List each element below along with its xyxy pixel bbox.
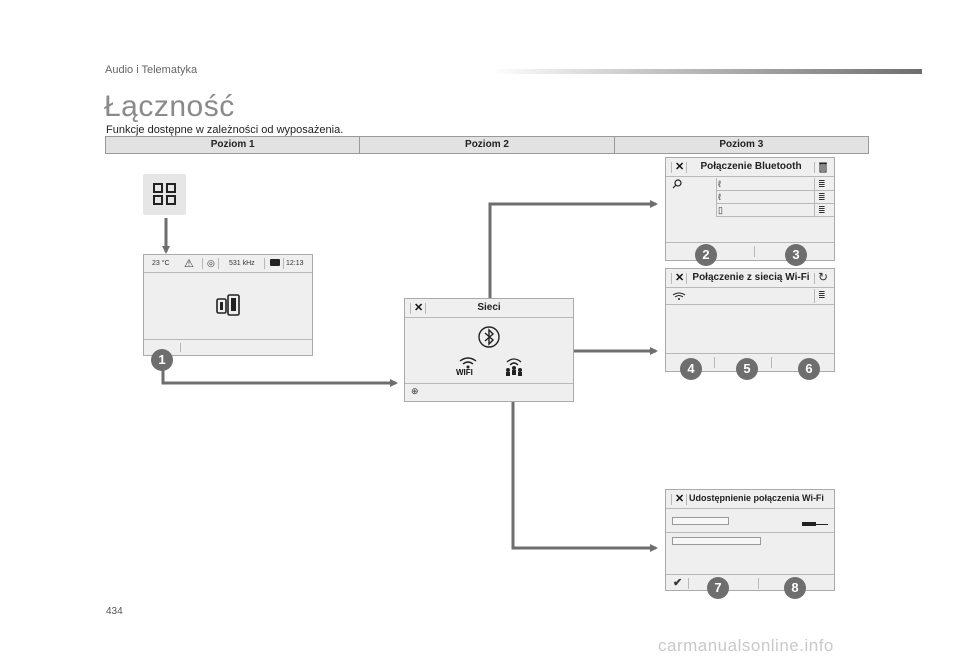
watermark: carmanualsonline.info bbox=[658, 636, 834, 655]
details-icon[interactable]: ≣ bbox=[818, 290, 826, 300]
level-2-header: Poziom 2 bbox=[359, 137, 613, 153]
phone-pair-icon[interactable] bbox=[214, 293, 244, 319]
arrow-bluetooth bbox=[488, 200, 658, 332]
close-icon[interactable]: ✕ bbox=[675, 493, 685, 505]
hotspot-title: Udostępnienie połączenia Wi-Fi bbox=[689, 493, 824, 503]
callout-7: 7 bbox=[707, 577, 729, 599]
wifi-label: WIFI bbox=[456, 368, 473, 377]
close-icon[interactable]: ✕ bbox=[414, 302, 424, 314]
callout-8: 8 bbox=[784, 577, 806, 599]
section-label: Audio i Telematyka bbox=[105, 64, 198, 76]
details-icon[interactable]: ≣ bbox=[818, 192, 826, 202]
password-field[interactable] bbox=[672, 537, 761, 545]
callout-4: 4 bbox=[680, 358, 702, 380]
level-1-header: Poziom 1 bbox=[210, 139, 255, 150]
network-name-field[interactable] bbox=[672, 517, 729, 525]
settings-icon[interactable]: ⊕ bbox=[411, 386, 419, 396]
refresh-icon[interactable]: ↻ bbox=[818, 270, 829, 284]
device-icon[interactable]: ℓ bbox=[718, 192, 721, 202]
phone-status-icon[interactable] bbox=[270, 259, 280, 266]
callout-1: 1 bbox=[151, 349, 173, 371]
arrow-hotspot bbox=[511, 376, 658, 552]
trash-icon[interactable] bbox=[818, 161, 828, 173]
device-icon[interactable]: ▯ bbox=[718, 205, 723, 215]
networks-title: Sieci bbox=[477, 302, 501, 313]
wifi-title: Połączenie z siecią Wi-Fi bbox=[692, 272, 810, 283]
temperature-readout: 23 °C bbox=[152, 260, 170, 267]
callout-5: 5 bbox=[736, 358, 758, 380]
level-3-header: Poziom 3 bbox=[613, 137, 868, 153]
radio-icon[interactable]: ◎ bbox=[207, 258, 215, 268]
frequency-readout: 531 kHz bbox=[229, 260, 255, 267]
header-gradient-bar bbox=[490, 69, 922, 74]
bluetooth-title: Połączenie Bluetooth bbox=[700, 161, 802, 172]
grid-icon bbox=[153, 183, 176, 205]
page-title: Łączność bbox=[104, 90, 235, 123]
arrow-home-to-networks bbox=[161, 368, 398, 387]
networks-screen: ✕ Sieci WIFI ⊕ bbox=[404, 298, 574, 402]
hotspot-icon[interactable] bbox=[503, 355, 525, 377]
page-number: 434 bbox=[106, 606, 123, 617]
warning-icon[interactable]: ⚠ bbox=[184, 258, 194, 270]
wifi-icon[interactable] bbox=[672, 291, 686, 301]
wifi-icon[interactable] bbox=[457, 355, 479, 369]
page-subtitle: Funkcje dostępne w zależności od wyposaż… bbox=[106, 124, 344, 136]
close-icon[interactable]: ✕ bbox=[675, 161, 685, 173]
details-icon[interactable]: ≣ bbox=[818, 179, 826, 189]
apps-button[interactable] bbox=[143, 174, 186, 215]
clock-readout: 12:13 bbox=[286, 260, 304, 267]
callout-3: 3 bbox=[785, 244, 807, 266]
toggle-switch[interactable] bbox=[802, 522, 816, 526]
home-screen: 23 °C ⚠ ◎ 531 kHz 12:13 bbox=[143, 254, 313, 356]
level-header-row: Poziom 1 Poziom 2 Poziom 3 bbox=[105, 136, 869, 154]
details-icon[interactable]: ≣ bbox=[818, 205, 826, 215]
bluetooth-screen: ✕ Połączenie Bluetooth ℓ ℓ ▯ ≣ ≣ ≣ bbox=[665, 157, 835, 261]
hotspot-screen: ✕ Udostępnienie połączenia Wi-Fi ✔ bbox=[665, 489, 835, 591]
wifi-screen: ✕ Połączenie z siecią Wi-Fi ↻ ≣ bbox=[665, 268, 835, 372]
callout-6: 6 bbox=[798, 358, 820, 380]
close-icon[interactable]: ✕ bbox=[675, 272, 685, 284]
search-icon[interactable] bbox=[672, 179, 682, 189]
callout-2: 2 bbox=[695, 244, 717, 266]
bluetooth-icon[interactable] bbox=[477, 325, 501, 349]
device-icon[interactable]: ℓ bbox=[718, 179, 721, 189]
check-icon[interactable]: ✔ bbox=[673, 577, 683, 589]
